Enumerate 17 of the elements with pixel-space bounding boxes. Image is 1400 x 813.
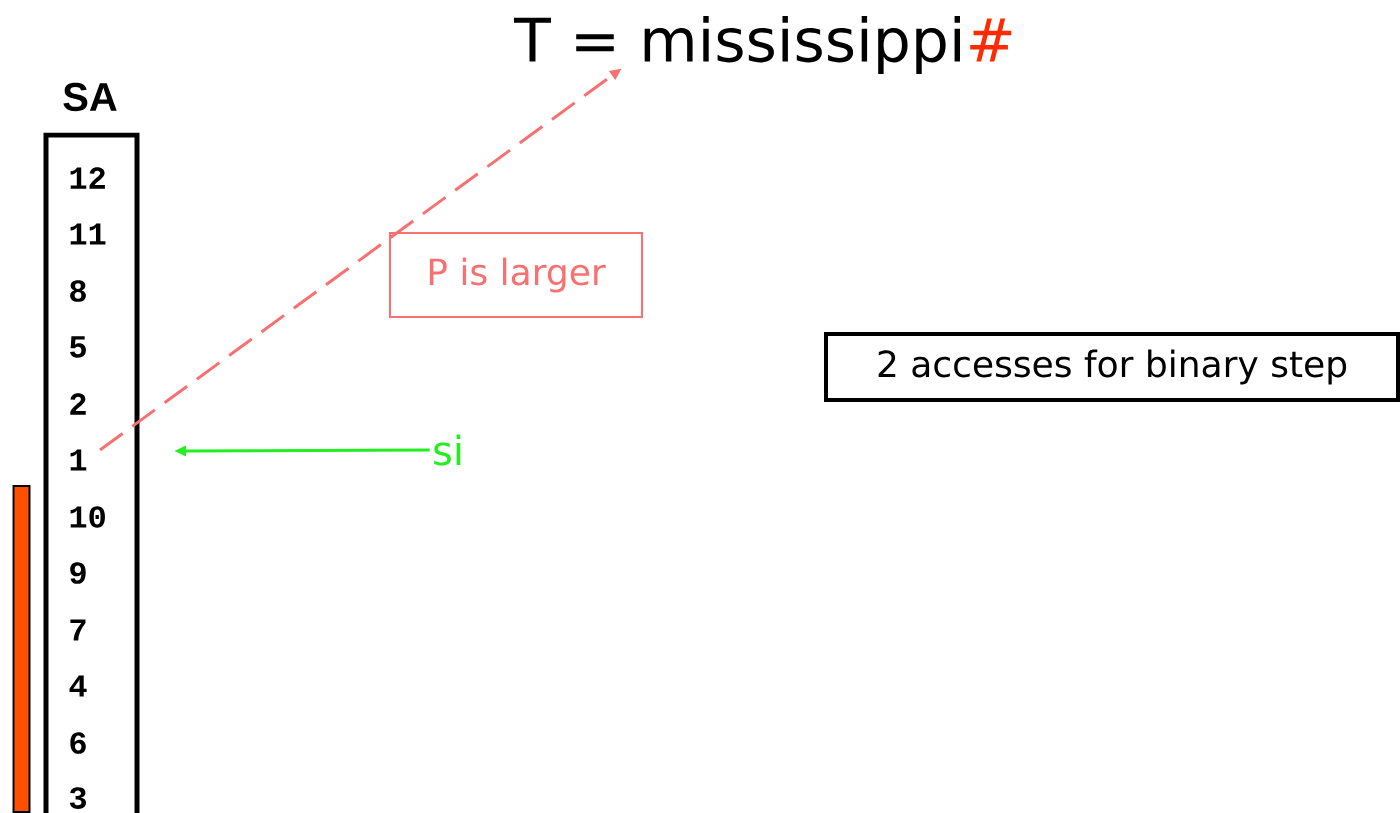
array-entry: 3 [69, 787, 86, 809]
array-entry: 9 [70, 562, 86, 584]
note-box: P is larger [389, 232, 643, 318]
array-entry: 11 [70, 223, 106, 245]
array-entry: 8 [70, 280, 86, 302]
array-entry: 5 [70, 336, 86, 358]
array-entry: 4 [69, 675, 87, 697]
array-entry: 10 [70, 506, 105, 528]
array-entry: 7 [70, 619, 86, 641]
array-entry: 12 [70, 167, 105, 189]
title: T = mississippi # [514, 16, 1012, 75]
array-entry: 2 [70, 393, 86, 415]
pattern-label: si [434, 434, 461, 466]
range-bar [12, 485, 31, 813]
array-entry: 6 [70, 732, 86, 754]
note-box: 2 accesses for binary step [824, 332, 1400, 402]
array-entry: 1 [70, 449, 87, 471]
